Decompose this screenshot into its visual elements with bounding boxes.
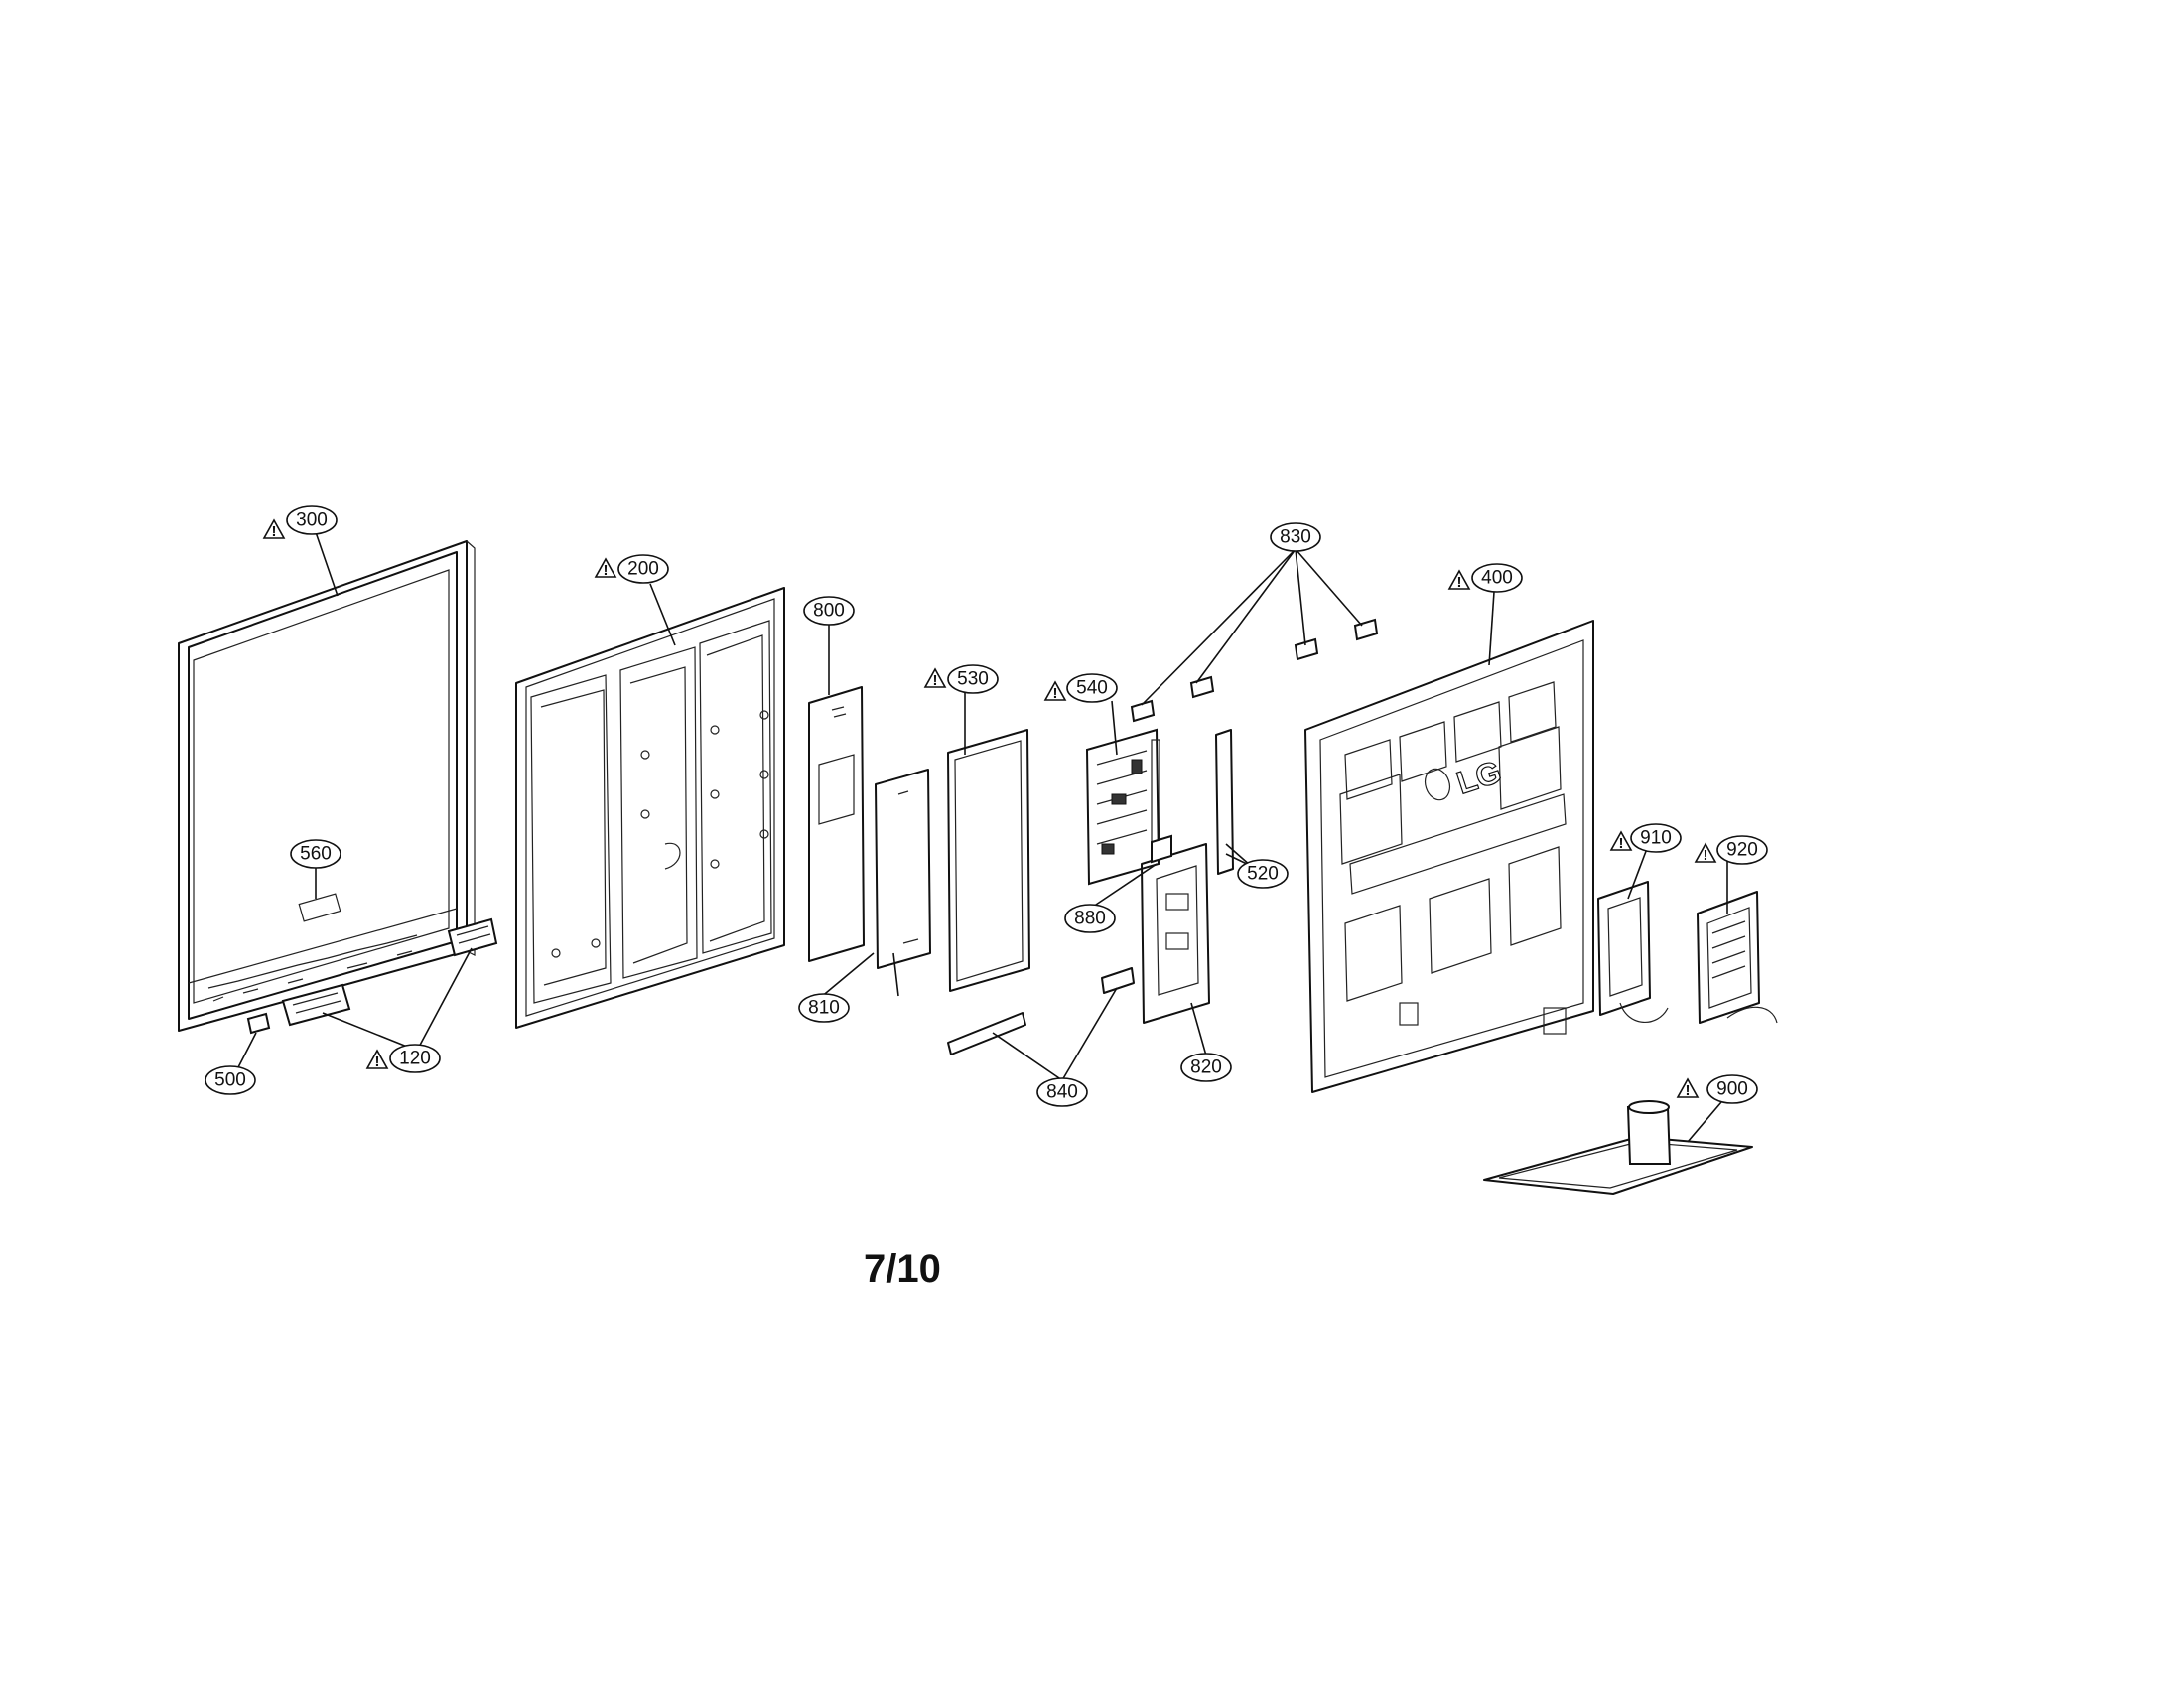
callout-200: 200 — [617, 554, 669, 584]
ir-sensor-500 — [246, 1012, 271, 1035]
svg-text:200: 200 — [627, 559, 659, 580]
svg-text:!: ! — [1053, 685, 1058, 702]
callout-500: 500 — [205, 1065, 256, 1095]
bracket-120 — [281, 917, 498, 1027]
svg-text:!: ! — [375, 1054, 380, 1070]
side-bracket-520 — [1215, 729, 1234, 875]
callout-840: 840 — [1036, 1077, 1088, 1107]
svg-text:560: 560 — [300, 844, 332, 865]
callout-530: 530 — [947, 664, 999, 694]
panel-frame-200 — [515, 587, 785, 1029]
callout-400: 400 — [1471, 563, 1523, 593]
svg-text:530: 530 — [957, 669, 989, 690]
leader-lines — [237, 531, 1733, 1143]
svg-text:!: ! — [1686, 1082, 1691, 1099]
svg-text:300: 300 — [296, 510, 328, 531]
svg-text:920: 920 — [1726, 840, 1758, 861]
warning-icon-900: ! — [1676, 1077, 1700, 1099]
insulator-sheet-810 — [875, 769, 931, 969]
warning-icon-300: ! — [262, 518, 286, 540]
main-board-540 — [1085, 728, 1160, 886]
warning-icon-120: ! — [365, 1049, 389, 1070]
stand-base-900 — [1483, 1100, 1753, 1195]
callout-120: 120 — [389, 1044, 441, 1073]
board-bracket-820 — [1141, 843, 1210, 1024]
shield-sheet-530 — [947, 729, 1030, 992]
front-bezel-300 — [178, 540, 476, 1032]
svg-text:!: ! — [604, 562, 609, 579]
warning-icon-400: ! — [1447, 569, 1471, 591]
svg-text:120: 120 — [399, 1049, 431, 1069]
svg-text:!: ! — [1457, 574, 1462, 591]
svg-text:820: 820 — [1190, 1057, 1222, 1078]
warning-icon-540: ! — [1043, 680, 1067, 702]
svg-text:!: ! — [1619, 835, 1624, 852]
callout-560: 560 — [290, 839, 341, 869]
svg-text:400: 400 — [1481, 568, 1513, 589]
callout-810: 810 — [798, 993, 850, 1023]
svg-text:830: 830 — [1280, 527, 1311, 548]
warning-icon-530: ! — [923, 667, 947, 689]
callout-520: 520 — [1237, 859, 1289, 889]
hinges-830 — [1130, 618, 1379, 723]
callout-300: 300 — [286, 505, 338, 535]
stand-bracket-910 — [1597, 881, 1669, 1023]
svg-text:800: 800 — [813, 601, 845, 622]
svg-text:!: ! — [1704, 847, 1708, 864]
callout-880: 880 — [1064, 904, 1116, 933]
svg-text:900: 900 — [1716, 1079, 1748, 1100]
stand-cover-920 — [1697, 891, 1778, 1024]
callout-830: 830 — [1270, 522, 1321, 552]
small-board-880 — [1151, 834, 1172, 864]
callout-910: 910 — [1630, 823, 1682, 853]
warning-icon-910: ! — [1609, 830, 1633, 852]
svg-text:840: 840 — [1046, 1082, 1078, 1103]
callout-920: 920 — [1716, 835, 1768, 865]
warning-icon-920: ! — [1694, 842, 1717, 864]
callout-820: 820 — [1180, 1053, 1232, 1082]
page-number: 7/10 — [864, 1247, 941, 1291]
insulator-sheet-800 — [808, 686, 865, 962]
callout-800: 800 — [803, 596, 855, 626]
callout-540: 540 — [1066, 673, 1118, 703]
clips-840 — [947, 967, 1135, 1055]
svg-text:500: 500 — [214, 1070, 246, 1091]
svg-text:520: 520 — [1247, 864, 1279, 885]
callout-900: 900 — [1706, 1074, 1758, 1104]
svg-text:910: 910 — [1640, 828, 1672, 849]
svg-text:!: ! — [272, 523, 277, 540]
svg-text:810: 810 — [808, 998, 840, 1019]
svg-text:880: 880 — [1074, 909, 1106, 929]
svg-text:540: 540 — [1076, 678, 1108, 699]
back-cover-400: LG — [1304, 620, 1594, 1093]
svg-text:!: ! — [933, 672, 938, 689]
warning-icon-200: ! — [594, 557, 617, 579]
